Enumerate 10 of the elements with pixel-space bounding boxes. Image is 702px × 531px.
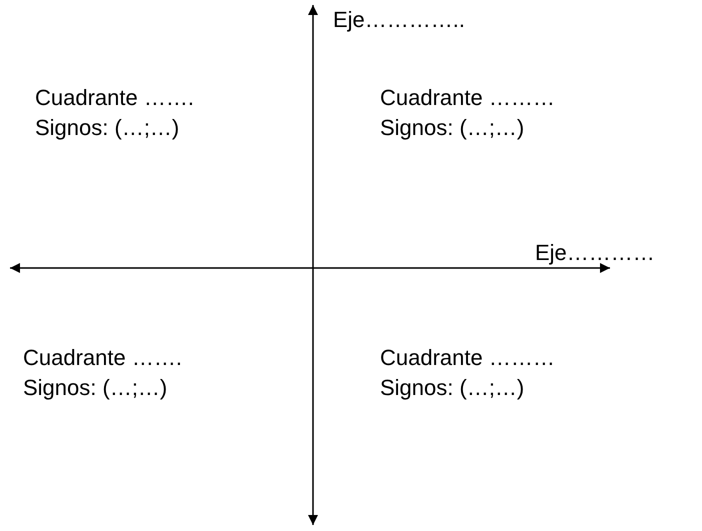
sign-label: Signos: (…;…) xyxy=(23,375,168,401)
sign-label: Signos: (…;…) xyxy=(35,115,180,141)
quadrant-label: Cuadrante ……. xyxy=(23,345,182,371)
quadrant-label: Cuadrante ……… xyxy=(380,85,555,111)
axis-label: Eje………… xyxy=(535,240,655,266)
axis-label: Eje………….. xyxy=(333,7,466,33)
sign-label: Signos: (…;…) xyxy=(380,115,524,141)
sign-label: Signos: (…;…) xyxy=(380,375,524,401)
quadrant-label: Cuadrante ……… xyxy=(380,345,555,371)
quadrant-label: Cuadrante ……. xyxy=(35,85,194,111)
